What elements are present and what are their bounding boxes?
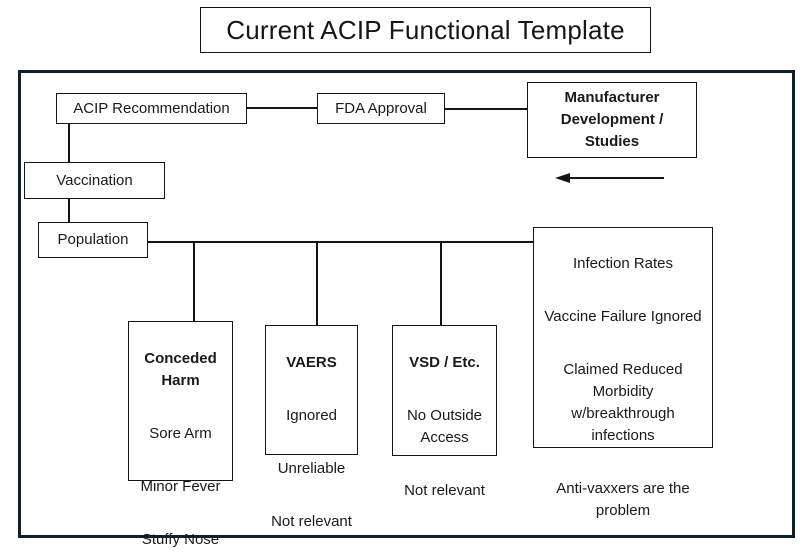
connector-drop-vsd — [440, 243, 442, 325]
box-population-label: Population — [57, 231, 129, 248]
list-item: Minor Fever — [140, 478, 221, 495]
box-conceded-harm: Conceded Harm Sore Arm Minor Fever Stuff… — [128, 321, 233, 548]
list-item: Not relevant — [404, 482, 485, 499]
box-acip-recommendation: ACIP Recommendation — [56, 93, 247, 124]
list-item: Stuffy Nose — [141, 531, 220, 548]
box-vaers-heading: VAERS — [286, 354, 337, 371]
diagram-title: Current ACIP Functional Template — [200, 7, 651, 53]
box-vaers: VAERS Ignored Unreliable Not relevant — [265, 325, 358, 530]
list-item: Ignored — [286, 407, 337, 424]
connector-fda-manufacturer — [445, 108, 527, 110]
box-vaccination-label: Vaccination — [56, 171, 133, 189]
connector-vaccination-population — [68, 199, 70, 222]
box-fda-approval: FDA Approval — [317, 93, 445, 124]
box-vsd-etc-heading: VSD / Etc. — [409, 354, 480, 371]
box-acip-recommendation-label: ACIP Recommendation — [73, 99, 230, 117]
connector-acip-fda — [247, 107, 317, 109]
box-outcomes: Infection Rates Vaccine Failure Ignored … — [533, 227, 713, 519]
connector-drop-vaers — [316, 243, 318, 325]
box-population: Population — [38, 222, 148, 258]
box-fda-approval-label: FDA Approval — [335, 99, 427, 117]
list-item: No Outside Access — [406, 407, 483, 446]
box-conceded-harm-heading: Conceded Harm — [144, 350, 217, 389]
box-manufacturer-development-label: Manufacturer Development / Studies — [560, 89, 664, 150]
box-manufacturer-development: Manufacturer Development / Studies — [527, 82, 697, 158]
connector-acip-vaccination — [68, 124, 70, 162]
connector-drop-conceded-harm — [193, 243, 195, 321]
box-vsd-etc: VSD / Etc. No Outside Access Not relevan… — [392, 325, 497, 499]
list-item: Vaccine Failure Ignored — [544, 308, 702, 325]
connector-population-outcomes — [148, 241, 533, 243]
list-item: Infection Rates — [572, 255, 674, 272]
list-item: Sore Arm — [149, 425, 212, 442]
feedback-left-arrow-icon — [555, 173, 664, 183]
list-item: Claimed Reduced Morbidity w/breakthrough… — [563, 361, 683, 444]
box-vaccination: Vaccination — [24, 162, 165, 199]
list-item: Anti-vaxxers are the problem — [556, 480, 690, 519]
list-item: Unreliable — [277, 460, 346, 477]
list-item: Not relevant — [271, 513, 352, 530]
